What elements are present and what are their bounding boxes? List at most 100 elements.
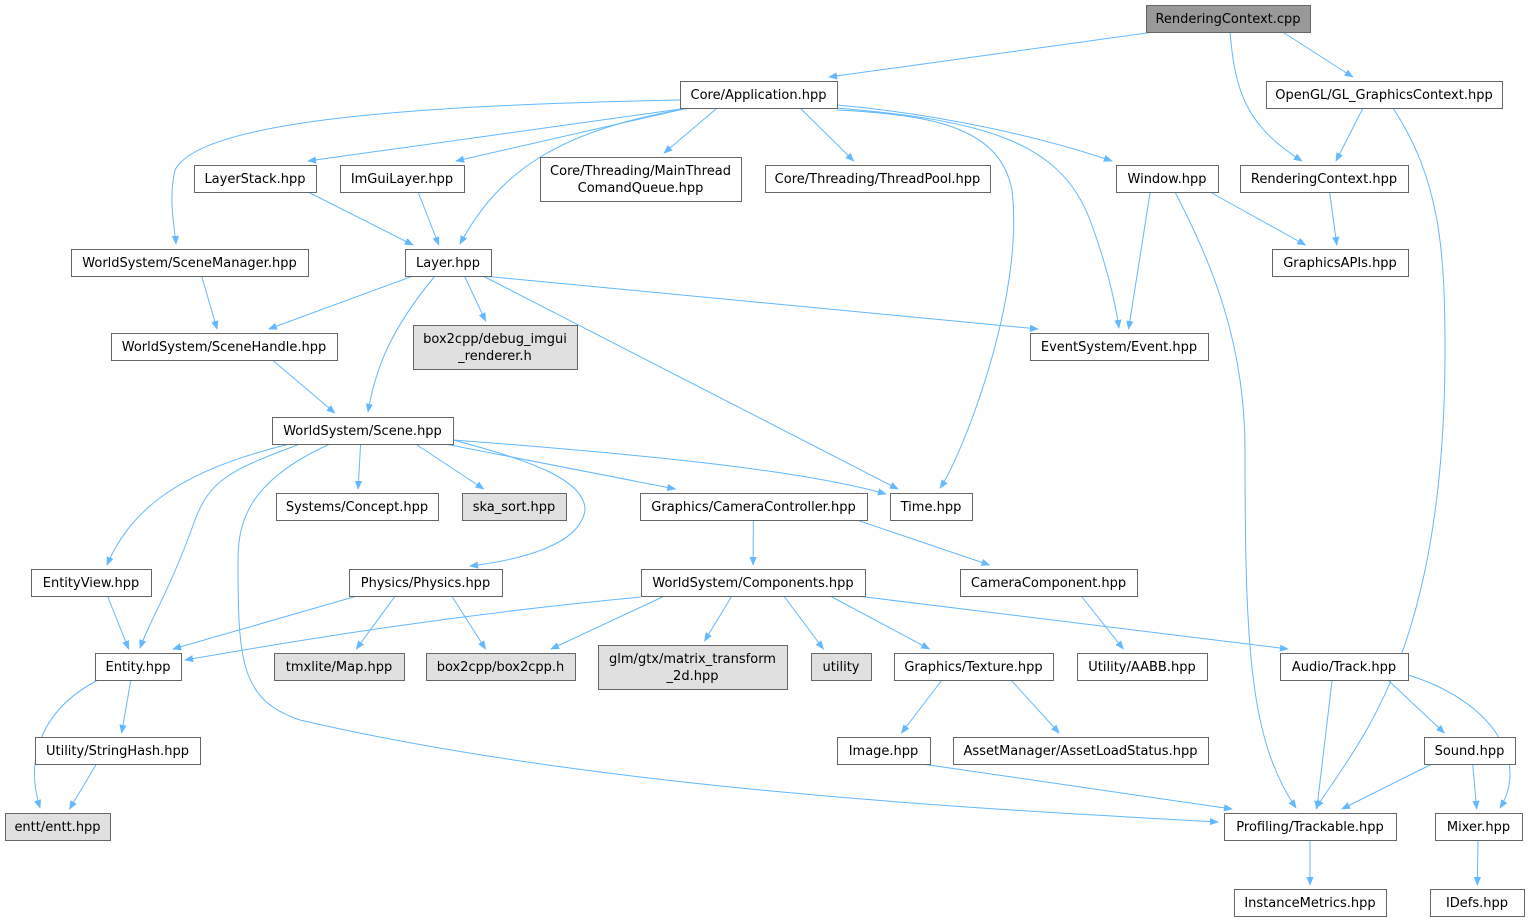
edge-app-to-event [836, 107, 1122, 329]
node-label: RenderingContext.cpp [1155, 12, 1300, 27]
node-box [1280, 653, 1409, 681]
node-entt[interactable]: entt/entt.hpp [5, 813, 111, 841]
node-label: Image.hpp [849, 744, 919, 759]
node-imgui[interactable]: ImGuiLayer.hpp [340, 165, 465, 193]
node-scenemgr[interactable]: WorldSystem/SceneManager.hpp [71, 249, 309, 277]
node-layer[interactable]: Layer.hpp [405, 249, 492, 277]
node-box [640, 493, 868, 521]
node-sound[interactable]: Sound.hpp [1424, 737, 1516, 765]
node-scene[interactable]: WorldSystem/Scene.hpp [272, 417, 454, 445]
node-texture[interactable]: Graphics/Texture.hpp [894, 653, 1054, 681]
edge-components-to-box2cpp [550, 595, 665, 650]
node-box2cpp[interactable]: box2cpp/box2cpp.h [426, 653, 576, 681]
node-layerstack[interactable]: LayerStack.hpp [194, 165, 317, 193]
node-rc_cpp[interactable]: RenderingContext.cpp [1146, 5, 1311, 33]
edge-scene-to-entity [139, 443, 301, 649]
node-box [426, 653, 576, 681]
node-label: Audio/Track.hpp [1292, 660, 1396, 675]
node-box [1077, 653, 1208, 681]
edge-app-to-scenemgr [171, 99, 681, 245]
node-skasort[interactable]: ska_sort.hpp [462, 493, 567, 521]
node-app[interactable]: Core/Application.hpp [680, 81, 838, 109]
edge-rc_cpp-to-app [828, 31, 1155, 80]
node-physics[interactable]: Physics/Physics.hpp [349, 569, 503, 597]
node-label: ImGuiLayer.hpp [351, 172, 453, 187]
node-label: Core/Threading/MainThread [550, 164, 731, 179]
edge-rc_cpp-to-glctx [1282, 31, 1354, 78]
edge-physics-to-tmx [355, 595, 396, 650]
edge-window-to-trackable [1174, 191, 1297, 809]
node-label: Mixer.hpp [1447, 820, 1510, 835]
node-label: WorldSystem/Components.hpp [652, 576, 853, 591]
node-label: Entity.hpp [106, 660, 171, 675]
node-event[interactable]: EventSystem/Event.hpp [1030, 333, 1209, 361]
node-image[interactable]: Image.hpp [837, 737, 931, 765]
node-box [71, 249, 309, 277]
edge-scenehandle-to-scene [272, 359, 336, 414]
node-time[interactable]: Time.hpp [890, 493, 973, 521]
node-box [194, 165, 317, 193]
node-gapis[interactable]: GraphicsAPIs.hpp [1272, 249, 1409, 277]
node-glm[interactable]: glm/gtx/matrix_transform_2d.hpp [598, 645, 788, 690]
edge-entity-to-stringhash [119, 679, 132, 734]
node-trackable[interactable]: Profiling/Trackable.hpp [1224, 813, 1397, 841]
node-box [340, 165, 465, 193]
node-dbgimgui[interactable]: box2cpp/debug_imgui_renderer.h [413, 325, 578, 370]
node-box [462, 493, 567, 521]
edge-texture-to-image [900, 679, 943, 734]
node-assetstatus[interactable]: AssetManager/AssetLoadStatus.hpp [953, 737, 1209, 765]
node-label: AssetManager/AssetLoadStatus.hpp [964, 744, 1198, 759]
node-label: Profiling/Trackable.hpp [1236, 820, 1383, 835]
node-stringhash[interactable]: Utility/StringHash.hpp [35, 737, 201, 765]
node-box [5, 813, 111, 841]
node-threadpool[interactable]: Core/Threading/ThreadPool.hpp [765, 165, 991, 193]
node-rc_hpp[interactable]: RenderingContext.hpp [1240, 165, 1409, 193]
node-box [405, 249, 492, 277]
node-window[interactable]: Window.hpp [1116, 165, 1219, 193]
edge-imgui-to-layer [417, 191, 440, 246]
node-label: GraphicsAPIs.hpp [1283, 256, 1397, 271]
node-box [894, 653, 1054, 681]
node-label: entt/entt.hpp [14, 820, 100, 835]
node-track[interactable]: Audio/Track.hpp [1280, 653, 1409, 681]
edge-entityview-to-entity [106, 595, 130, 650]
node-label: tmxlite/Map.hpp [286, 660, 392, 675]
node-label: Sound.hpp [1435, 744, 1505, 759]
node-concept[interactable]: Systems/Concept.hpp [276, 493, 439, 521]
node-tmx[interactable]: tmxlite/Map.hpp [274, 653, 405, 681]
node-box [1030, 333, 1209, 361]
node-box [1424, 737, 1516, 765]
edge-scene-to-camctrl [444, 443, 677, 491]
node-box [953, 737, 1209, 765]
edge-app-to-layerstack [307, 107, 689, 164]
node-camcomp[interactable]: CameraComponent.hpp [960, 569, 1138, 597]
node-scenehandle[interactable]: WorldSystem/SceneHandle.hpp [111, 333, 338, 361]
node-aabb[interactable]: Utility/AABB.hpp [1077, 653, 1208, 681]
node-components[interactable]: WorldSystem/Components.hpp [641, 569, 866, 597]
edge-window-to-event [1126, 191, 1151, 330]
node-glctx[interactable]: OpenGL/GL_GraphicsContext.hpp [1266, 81, 1503, 109]
node-box [1272, 249, 1409, 277]
node-camctrl[interactable]: Graphics/CameraController.hpp [640, 493, 868, 521]
node-utility[interactable]: utility [811, 653, 872, 681]
edge-texture-to-assetstatus [1010, 679, 1060, 734]
node-label: EntityView.hpp [43, 576, 139, 591]
edge-sound-to-trackable [1341, 763, 1433, 810]
node-metrics[interactable]: InstanceMetrics.hpp [1234, 889, 1387, 917]
node-label: Graphics/Texture.hpp [904, 660, 1042, 675]
edge-track-to-mixer [1407, 674, 1511, 809]
node-idefs[interactable]: IDefs.hpp [1430, 889, 1525, 917]
node-box [276, 493, 439, 521]
node-box [598, 645, 788, 690]
edge-app-to-layer [459, 107, 691, 245]
node-mixer[interactable]: Mixer.hpp [1435, 813, 1523, 841]
node-box [1435, 813, 1523, 841]
edge-glctx-to-rc_hpp [1335, 107, 1364, 162]
node-label: Window.hpp [1128, 172, 1207, 187]
node-label: box2cpp/box2cpp.h [437, 660, 565, 675]
node-entityview[interactable]: EntityView.hpp [31, 569, 152, 597]
node-entity[interactable]: Entity.hpp [95, 653, 182, 681]
edge-sound-to-mixer [1472, 763, 1480, 810]
